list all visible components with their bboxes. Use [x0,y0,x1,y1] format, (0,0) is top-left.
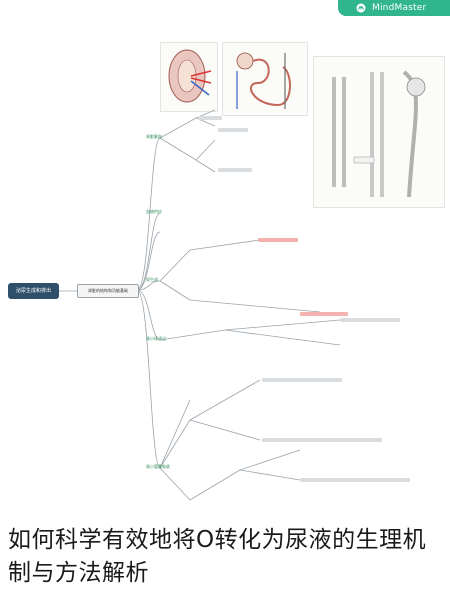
tubule-drawing [332,70,426,198]
mindmaster-badge: MindMaster [338,0,450,16]
nephron-illustration [222,42,308,116]
leaf-highlight-2 [300,312,348,316]
leaf-group-4 [340,318,400,322]
kidney-illustration [160,42,218,112]
leaf-group-6 [262,438,382,442]
leaf-group-3 [218,168,252,172]
article-title: 如何科学有效地将O转化为尿液的生理机制与方法解析 [8,527,427,586]
leaf-group-7 [300,478,410,482]
branch-anatomy[interactable]: 肾脏解剖 [146,134,162,139]
leaf-highlight-1 [258,238,298,242]
branch-tubular-reabsorption[interactable]: 肾小管重吸收 [146,464,170,469]
badge-brand: MindMaster [372,3,427,13]
nephron-drawing [236,52,291,109]
leaf-group-2 [218,128,248,132]
tubule-diagram [313,56,445,208]
mindmaster-logo-icon [356,3,366,13]
root-node[interactable]: 泌尿生成和排出 [8,283,59,299]
main-topic-node[interactable]: 肾脏的结构和功能基础 [77,284,139,298]
kidney-drawing [168,49,212,103]
branch-urine-formation[interactable]: 尿生成 [146,277,158,282]
branch-blood-supply[interactable]: 血液供应 [146,209,162,214]
leaf-group-5 [262,378,342,382]
branch-glomerular-filtration[interactable]: 肾小球滤过 [146,336,166,341]
leaf-group-1 [198,116,222,120]
